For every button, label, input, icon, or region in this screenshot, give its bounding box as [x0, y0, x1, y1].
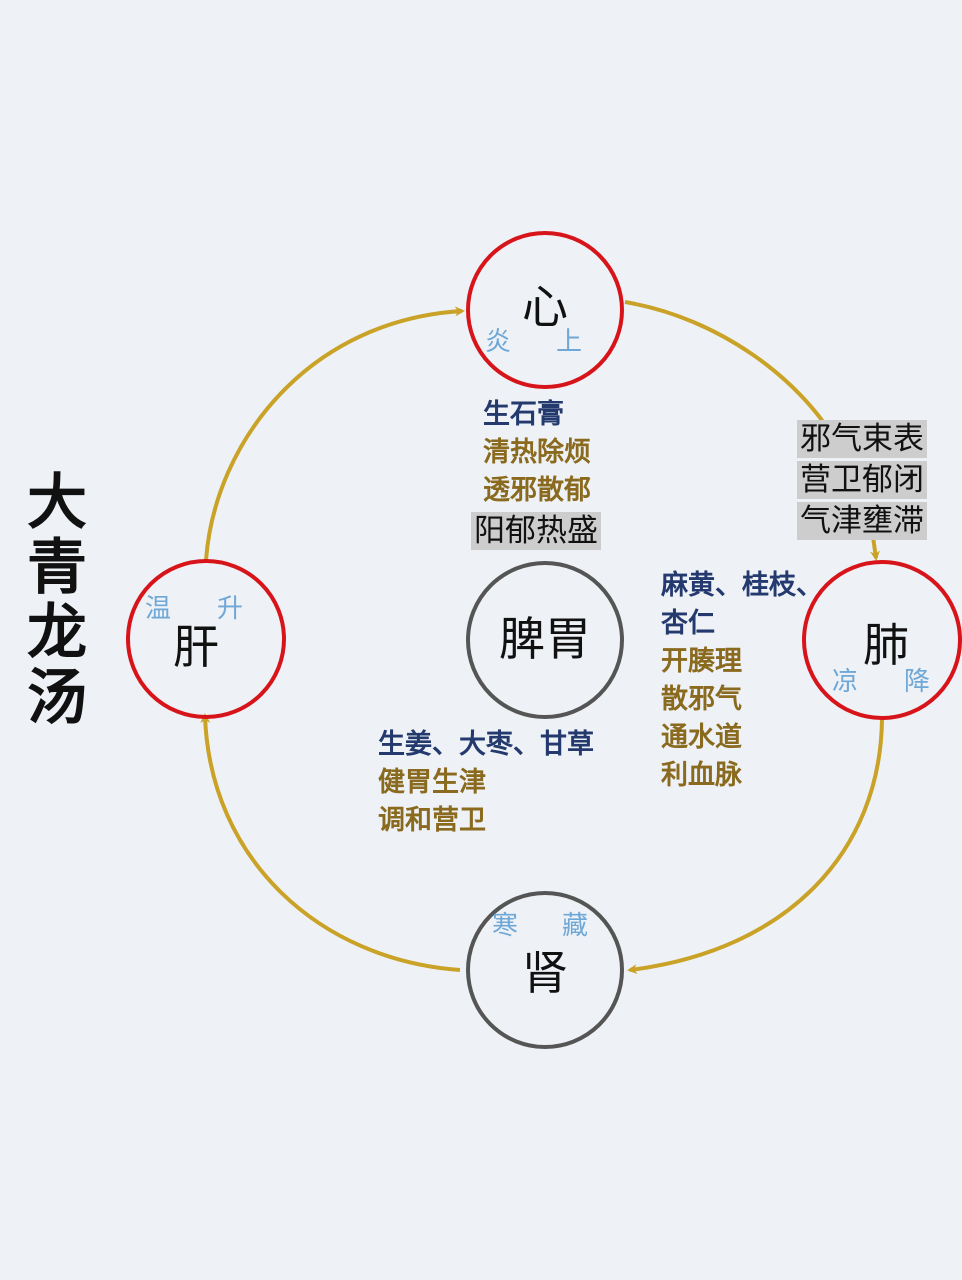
liver-label: 肝: [173, 620, 219, 674]
heart-pathology: 阳郁热盛: [471, 512, 601, 550]
lung-function-4: 利血脉: [661, 760, 742, 791]
title-char-1: 大: [27, 468, 87, 538]
lung-tag-right: 降: [904, 667, 931, 697]
title-char-2: 青: [27, 533, 87, 603]
heart-tag-left: 炎: [485, 327, 512, 357]
spleen-stomach-label: 脾胃: [499, 612, 591, 666]
heart-herb: 生石膏: [483, 399, 564, 430]
lung-tag-left: 凉: [832, 667, 859, 697]
heart-label: 心: [522, 280, 568, 334]
kidney-label: 肾: [522, 946, 568, 1000]
spleen-function-1: 健胃生津: [378, 767, 486, 798]
lung-pathology-2: 营卫郁闭: [797, 461, 927, 499]
arrow-liver-to-heart: [204, 306, 465, 561]
lung-function-1: 开腠理: [661, 646, 742, 677]
title-char-4: 汤: [27, 663, 87, 733]
lung-pathology-boxes: 邪气束表 营卫郁闭 气津壅滞: [797, 420, 927, 543]
lung-notes: 麻黄、桂枝、 杏仁 开腠理 散邪气 通水道 利血脉: [661, 567, 823, 795]
kidney-tag-right: 藏: [562, 911, 589, 941]
lung-function-3: 通水道: [661, 722, 742, 753]
heart-function-2: 透邪散郁: [483, 475, 591, 506]
liver-circle: [126, 559, 286, 719]
lung-pathology-3: 气津壅滞: [797, 502, 927, 540]
lung-function-2: 散邪气: [661, 684, 742, 715]
lung-label: 肺: [863, 618, 909, 672]
spleen-function-2: 调和营卫: [378, 805, 486, 836]
arrow-kidney-to-liver: [200, 713, 461, 972]
lung-pathology-1: 邪气束表: [797, 420, 927, 458]
heart-function-1: 清热除烦: [483, 437, 591, 468]
lung-herb-2: 杏仁: [661, 608, 715, 639]
spleen-circle: [466, 561, 624, 719]
arrow-heart-to-lung: [624, 300, 837, 442]
kidney-circle: [466, 891, 624, 1049]
title-char-3: 龙: [27, 598, 87, 668]
spleen-notes: 生姜、大枣、甘草 健胃生津 调和营卫: [378, 726, 594, 840]
lung-circle: [802, 560, 962, 720]
kidney-tag-left: 寒: [492, 911, 519, 941]
heart-circle: [466, 231, 624, 389]
lung-herb-1: 麻黄、桂枝、: [661, 570, 823, 601]
liver-tag-right: 升: [217, 594, 244, 624]
heart-notes: 生石膏 清热除烦 透邪散郁: [483, 396, 591, 510]
heart-tag-right: 上: [556, 327, 583, 357]
arrow-lung-to-kidney: [627, 719, 884, 975]
heart-pathology-box: 阳郁热盛: [471, 512, 601, 550]
liver-tag-left: 温: [145, 594, 172, 624]
spleen-herbs: 生姜、大枣、甘草: [378, 729, 594, 760]
